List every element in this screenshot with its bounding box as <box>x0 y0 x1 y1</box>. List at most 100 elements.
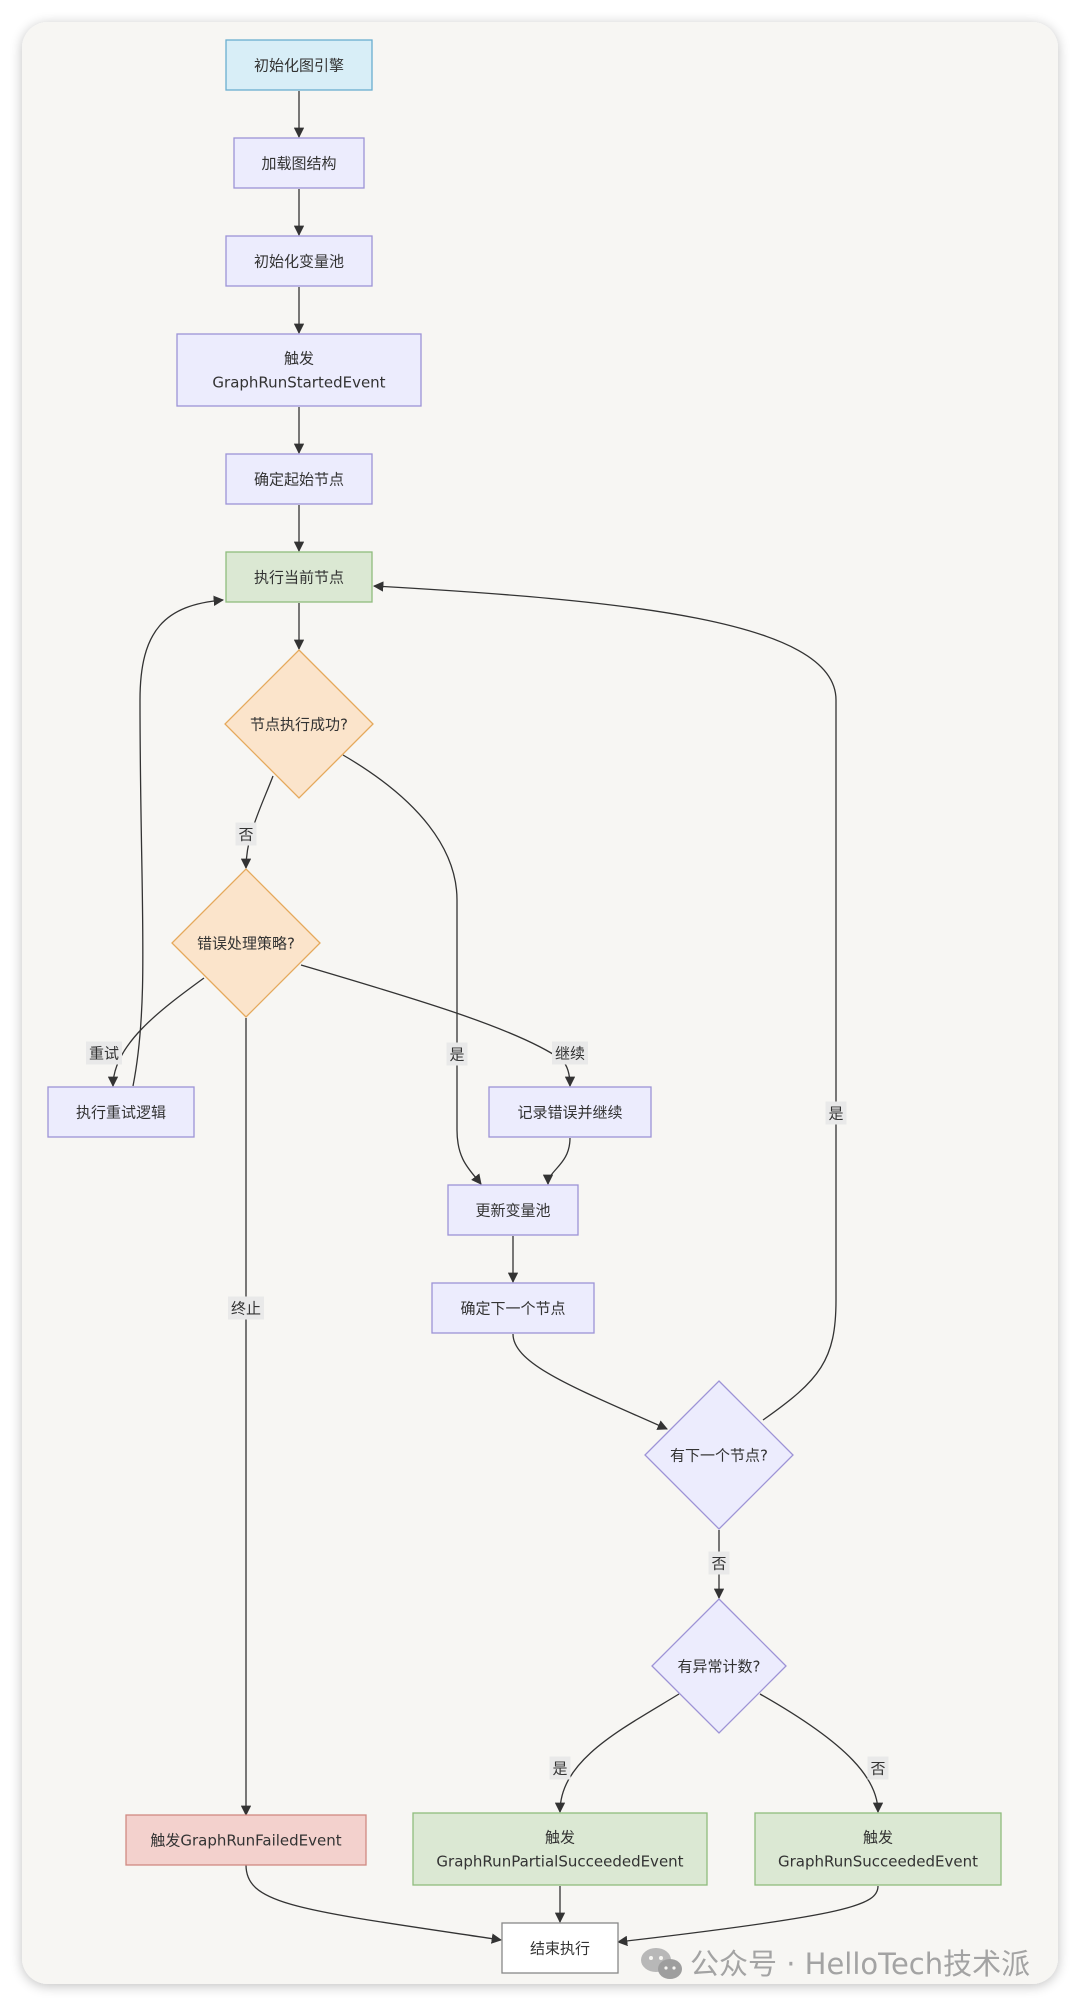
edge-label-text: 否 <box>238 826 253 844</box>
node-label: 确定起始节点 <box>254 471 344 489</box>
node-label: 更新变量池 <box>475 1202 550 1220</box>
nodes-layer: 初始化图引擎加载图结构初始化变量池触发GraphRunStartedEvent确… <box>47 39 1002 1974</box>
edge-label-has_next_q-to-err_count_q: 否 <box>708 1551 730 1575</box>
edge-success_q-to-update_pool <box>342 754 482 1185</box>
node-label: 初始化变量池 <box>254 253 344 271</box>
node-end_exec: 结束执行 <box>501 1922 619 1974</box>
edge-label-background <box>86 1041 122 1065</box>
node-load_graph: 加载图结构 <box>233 137 365 189</box>
edge-labels-layer: 否是重试继续终止是否是否 <box>86 822 889 1780</box>
node-retry: 执行重试逻辑 <box>47 1086 195 1138</box>
process-box <box>225 39 373 91</box>
node-label: 加载图结构 <box>261 155 336 173</box>
decision-diamond <box>651 1598 787 1734</box>
node-label: GraphRunPartialSucceededEvent <box>436 1853 683 1871</box>
edge-policy_q-to-retry <box>107 977 205 1088</box>
edge-label-background <box>708 1551 730 1575</box>
node-label: 有异常计数? <box>678 1658 761 1676</box>
process-box <box>225 551 373 603</box>
process-box <box>225 235 373 287</box>
node-log_continue: 记录错误并继续 <box>488 1086 652 1138</box>
edge-label-policy_q-to-fire_failed: 终止 <box>228 1296 264 1320</box>
node-has_next_q: 有下一个节点? <box>644 1380 794 1530</box>
process-box <box>125 1814 367 1866</box>
edge-label-background <box>867 1756 889 1780</box>
node-label: 错误处理策略? <box>197 935 295 953</box>
decision-diamond <box>644 1380 794 1530</box>
edge-fire_failed-to-end_exec <box>245 1864 503 1944</box>
edge-next_node-to-has_next_q <box>512 1333 668 1430</box>
edge-label-background <box>825 1101 847 1125</box>
edge-label-text: 重试 <box>89 1045 119 1063</box>
decision-diamond <box>224 649 374 799</box>
edge-has_next_q-to-exec_node <box>372 581 837 1421</box>
process-box <box>47 1086 195 1138</box>
edge-label-background <box>235 822 257 846</box>
edge-label-text: 是 <box>449 1046 464 1064</box>
edge-label-policy_q-to-retry: 重试 <box>86 1041 122 1065</box>
node-label: 有下一个节点? <box>670 1447 768 1465</box>
node-label: 结束执行 <box>530 1940 590 1958</box>
node-label: 初始化图引擎 <box>254 57 344 75</box>
process-box <box>233 137 365 189</box>
edge-err_count_q-to-fire_succeeded <box>759 1693 884 1814</box>
edge-log_continue-to-update_pool <box>542 1137 571 1186</box>
node-label: GraphRunSucceededEvent <box>778 1853 978 1871</box>
process-box <box>488 1086 652 1138</box>
edge-label-err_count_q-to-fire_succeeded: 否 <box>867 1756 889 1780</box>
edge-policy_q-to-log_continue <box>300 964 576 1088</box>
process-box <box>225 453 373 505</box>
node-fire_failed: 触发GraphRunFailedEvent <box>125 1814 367 1866</box>
node-label: 触发 <box>863 1829 893 1847</box>
edge-label-text: 是 <box>828 1105 843 1123</box>
edge-label-success_q-to-update_pool: 是 <box>446 1042 468 1066</box>
node-label: 确定下一个节点 <box>460 1300 565 1318</box>
node-init_engine: 初始化图引擎 <box>225 39 373 91</box>
node-update_pool: 更新变量池 <box>447 1184 579 1236</box>
node-exec_node: 执行当前节点 <box>225 551 373 603</box>
node-start_node: 确定起始节点 <box>225 453 373 505</box>
node-fire_started: 触发 GraphRunStartedEvent <box>176 333 422 407</box>
node-fire_succeeded: 触发 GraphRunSucceededEvent <box>754 1812 1002 1886</box>
edge-label-err_count_q-to-fire_partial: 是 <box>549 1756 571 1780</box>
node-label: 触发 <box>284 350 314 368</box>
edge-label-background <box>549 1756 571 1780</box>
edge-retry-to-exec_node <box>132 595 225 1087</box>
node-label: 执行当前节点 <box>254 569 344 587</box>
edge-label-has_next_q-to-exec_node: 是 <box>825 1101 847 1125</box>
edge-label-background <box>552 1041 588 1065</box>
edges-layer <box>107 91 884 1947</box>
process-box <box>176 333 422 407</box>
node-label: 记录错误并继续 <box>517 1104 622 1122</box>
edge-label-text: 继续 <box>555 1045 585 1063</box>
node-policy_q: 错误处理策略? <box>171 868 321 1018</box>
decision-diamond <box>171 868 321 1018</box>
node-fire_partial: 触发 GraphRunPartialSucceededEvent <box>412 1812 708 1886</box>
node-next_node: 确定下一个节点 <box>431 1282 595 1334</box>
node-err_count_q: 有异常计数? <box>651 1598 787 1734</box>
edge-label-success_q-to-policy_q: 否 <box>235 822 257 846</box>
process-box <box>412 1812 708 1886</box>
node-label: 触发 <box>545 1829 575 1847</box>
edge-label-text: 否 <box>711 1555 726 1573</box>
node-label: 节点执行成功? <box>250 716 348 734</box>
process-box <box>754 1812 1002 1886</box>
diagram-background <box>22 22 1058 1984</box>
process-box <box>501 1922 619 1974</box>
process-box <box>447 1184 579 1236</box>
edge-label-text: 否 <box>870 1760 885 1778</box>
node-init_pool: 初始化变量池 <box>225 235 373 287</box>
edge-label-background <box>228 1296 264 1320</box>
node-label: 执行重试逻辑 <box>76 1104 166 1122</box>
edge-success_q-to-policy_q <box>240 775 274 870</box>
edge-label-policy_q-to-log_continue: 继续 <box>552 1041 588 1065</box>
edge-err_count_q-to-fire_partial <box>554 1693 680 1814</box>
process-box <box>431 1282 595 1334</box>
edge-label-text: 是 <box>552 1760 567 1778</box>
edge-label-background <box>446 1042 468 1066</box>
edge-label-text: 终止 <box>231 1300 261 1318</box>
watermark-text: 公众号 · HelloTech技术派 <box>690 1947 1030 1981</box>
node-label: GraphRunStartedEvent <box>212 374 385 392</box>
wechat-icon <box>641 1948 682 1979</box>
